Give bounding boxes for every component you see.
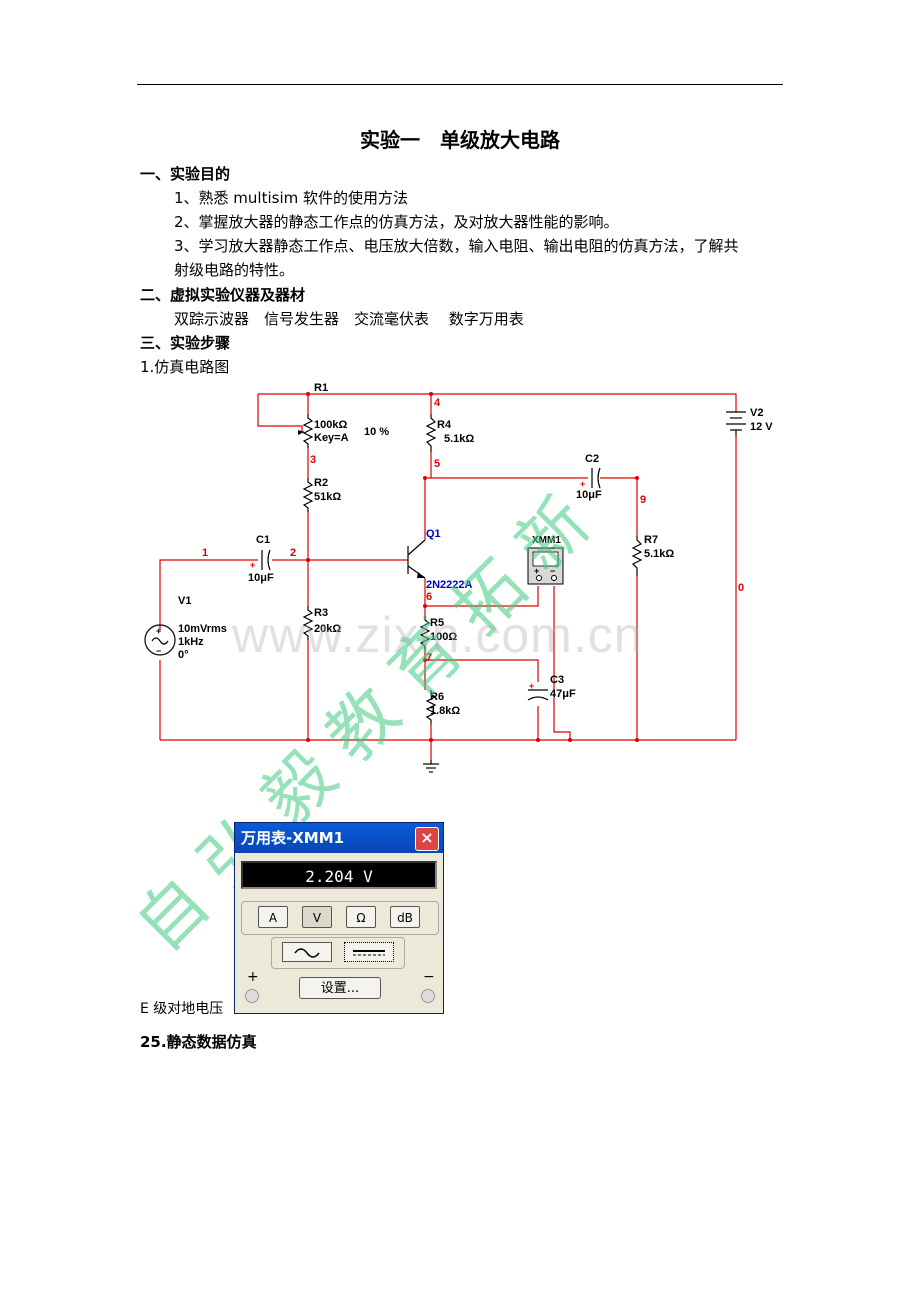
- multimeter-title: 万用表-XMM1: [241, 829, 345, 847]
- purpose-item-3: 3、学习放大器静态工作点、电压放大倍数，输入电阻、输出电阻的仿真方法，了解共: [174, 237, 739, 255]
- c1-plus: +: [250, 560, 255, 570]
- label-c2-value: 10μF: [576, 489, 602, 501]
- node-9: 9: [640, 494, 646, 506]
- purpose-item-1: 1、熟悉 multisim 软件的使用方法: [174, 189, 409, 207]
- step-1-label: 1.仿真电路图: [140, 358, 230, 376]
- multimeter-panel: 万用表-XMM1 × 2.204 V A V Ω dB + − 设置...: [234, 822, 444, 1014]
- r2-resistor: [302, 478, 314, 512]
- dc-line-icon: [353, 950, 385, 956]
- label-r3-value: 20kΩ: [314, 623, 341, 635]
- r5-resistor: [419, 616, 431, 650]
- label-xmm1: XMM1: [532, 535, 561, 546]
- mode-amp-button[interactable]: A: [258, 906, 288, 928]
- label-v1-freq: 1kHz: [178, 636, 204, 648]
- components: [144, 411, 746, 773]
- multimeter-reading: 2.204 V: [241, 861, 437, 889]
- node-6: 6: [426, 591, 432, 603]
- terminal-minus[interactable]: [421, 989, 435, 1003]
- label-r1-name: R1: [314, 382, 328, 394]
- terminal-plus[interactable]: [245, 989, 259, 1003]
- r1-resistor: [302, 414, 314, 448]
- label-v1-name: V1: [178, 595, 191, 607]
- e-voltage-label: E 级对地电压: [140, 1001, 224, 1017]
- step-25-heading: 25.静态数据仿真: [140, 1033, 257, 1051]
- circuit-labels: R1 100kΩ Key=A 10 % R2 51kΩ R3 20kΩ R4 5…: [156, 382, 773, 717]
- equipment-list: 双踪示波器 信号发生器 交流毫伏表 数字万用表: [174, 310, 524, 328]
- terminal-minus-label: −: [423, 969, 435, 985]
- node-1: 1: [202, 547, 208, 559]
- v1-minus: −: [156, 646, 161, 656]
- label-r6-value: 1.8kΩ: [430, 705, 460, 717]
- c3-plus: +: [529, 681, 534, 691]
- signal-type-group: [271, 937, 405, 969]
- xmm1-minus: −: [550, 566, 555, 576]
- mode-volt-button[interactable]: V: [302, 906, 332, 928]
- page-title: 实验一 单级放大电路: [360, 128, 560, 152]
- node-0: 0: [738, 582, 744, 594]
- label-c1-name: C1: [256, 534, 270, 546]
- label-c2-name: C2: [585, 453, 599, 465]
- label-v2-name: V2: [750, 407, 763, 419]
- purpose-item-3-cont: 射级电路的特性。: [174, 261, 295, 279]
- multimeter-titlebar[interactable]: 万用表-XMM1 ×: [235, 823, 443, 853]
- terminal-plus-label: +: [247, 969, 259, 985]
- label-c1-value: 10μF: [248, 572, 274, 584]
- label-r2-value: 51kΩ: [314, 491, 341, 503]
- junction-dots: [306, 392, 639, 742]
- c2-plus: +: [580, 479, 585, 489]
- label-r2-name: R2: [314, 477, 328, 489]
- label-r4-name: R4: [437, 419, 452, 431]
- mode-ohm-button[interactable]: Ω: [346, 906, 376, 928]
- label-q1-model: 2N2222A: [426, 579, 473, 591]
- node-labels: 1 2 3 4 5 6 7 9 0: [202, 397, 744, 664]
- v1-plus: +: [156, 626, 161, 636]
- label-r3-name: R3: [314, 607, 328, 619]
- ac-button[interactable]: [282, 942, 332, 962]
- label-r5-value: 100Ω: [430, 631, 457, 643]
- r7-resistor: [631, 536, 643, 576]
- label-r7-value: 5.1kΩ: [644, 548, 674, 560]
- label-c3-name: C3: [550, 674, 564, 686]
- section-heading-purpose: 一、实验目的: [140, 165, 231, 183]
- r3-resistor: [302, 606, 314, 640]
- dc-button[interactable]: [344, 942, 394, 962]
- label-r1-key: Key=A: [314, 432, 349, 444]
- section-heading-equipment: 二、虚拟实验仪器及器材: [140, 286, 306, 304]
- node-5: 5: [434, 458, 440, 470]
- label-r1-pct: 10 %: [364, 426, 389, 438]
- label-c3-value: 47μF: [550, 688, 576, 700]
- node-3: 3: [310, 454, 316, 466]
- label-v2-value: 12 V: [750, 421, 773, 433]
- measure-mode-group: A V Ω dB: [241, 901, 439, 935]
- close-icon[interactable]: ×: [415, 827, 439, 851]
- section-heading-steps: 三、实验步骤: [140, 334, 231, 352]
- label-r1-value: 100kΩ: [314, 419, 347, 431]
- node-2: 2: [290, 547, 296, 559]
- label-v1-phase: 0°: [178, 649, 189, 661]
- label-q1-name: Q1: [426, 528, 441, 540]
- node-4: 4: [434, 397, 441, 409]
- watermark-url: www.zixin.com.cn: [232, 607, 643, 663]
- label-v1-amp: 10mVrms: [178, 623, 227, 635]
- r6-resistor: [425, 690, 437, 724]
- r4-resistor: [425, 414, 437, 452]
- mode-db-button[interactable]: dB: [390, 906, 420, 928]
- label-r5-name: R5: [430, 617, 444, 629]
- label-r7-name: R7: [644, 534, 658, 546]
- settings-button[interactable]: 设置...: [299, 977, 381, 999]
- node-7: 7: [426, 652, 432, 664]
- ac-wave-icon: [294, 948, 320, 958]
- xmm1-plus: +: [534, 566, 539, 576]
- label-r6-name: R6: [430, 691, 444, 703]
- label-r4-value: 5.1kΩ: [444, 433, 474, 445]
- purpose-item-2: 2、掌握放大器的静态工作点的仿真方法，及对放大器性能的影响。: [174, 213, 619, 231]
- header-rule: [137, 84, 783, 85]
